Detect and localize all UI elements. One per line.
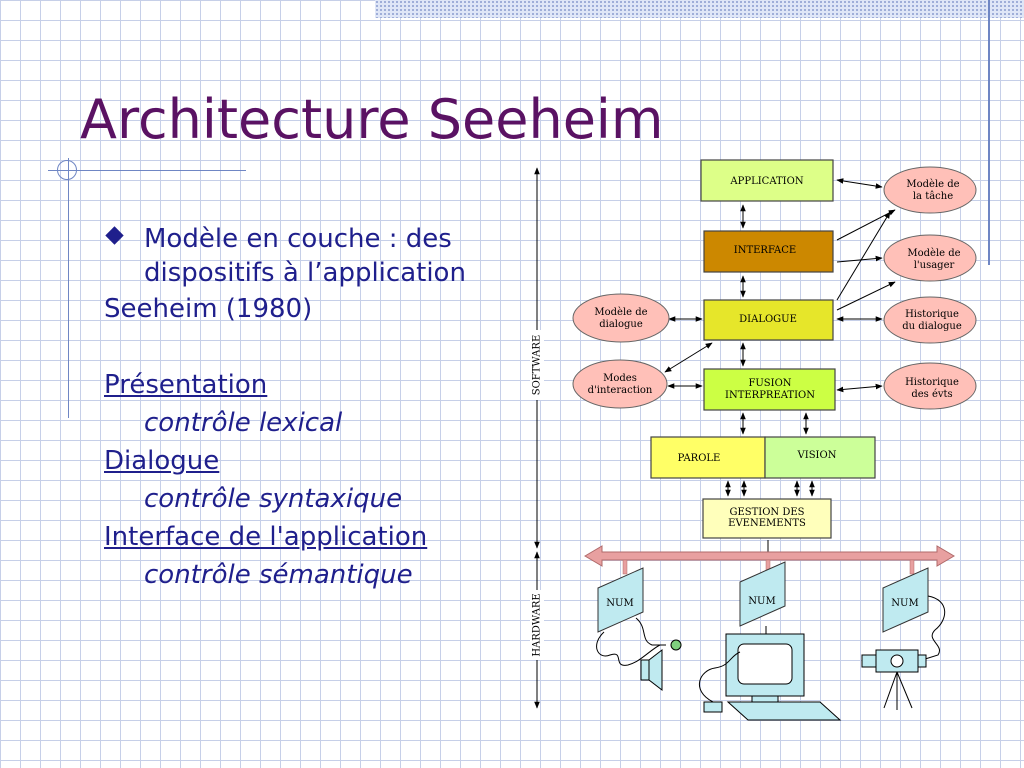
bullet-line-2: dispositifs à l’application [144, 258, 466, 288]
bullet-line-1: Modèle en couche : des [144, 224, 452, 254]
seeheim-diagram: SOFTWARE HARDWARE APPLICATION INTERFACE [530, 159, 977, 721]
modele-dialogue-ellipse [572, 293, 670, 343]
gestion-label-2: EVENEMENTS [728, 518, 806, 529]
fusion-label-2: INTERPREATION [725, 390, 815, 401]
modele-usager-label-2: l'usager [914, 260, 955, 271]
left-decorative-rule [68, 158, 69, 418]
software-axis-label: SOFTWARE [532, 335, 543, 396]
arrow-dialogue-usager [836, 281, 896, 311]
title-underline-rule [48, 170, 246, 171]
tripod-leg-right [896, 671, 913, 709]
historique-dialogue-label-1: Historique [905, 309, 959, 320]
layer-dialogue-control: contrôle syntaxique [144, 484, 403, 514]
historique-dialogue-label-2: du dialogue [902, 321, 962, 332]
vision-label: VISION [797, 450, 837, 461]
keyboard-icon [726, 701, 842, 721]
ellipses: Modèle de la tâche Modèle de l'usager Hi… [572, 166, 977, 410]
right-decorative-rule [988, 0, 990, 265]
mouse-cable [699, 651, 741, 703]
num-label-right: NUM [891, 598, 918, 609]
num-converter-right [882, 567, 929, 633]
slide-title: Architecture Seeheim [80, 88, 664, 151]
speaker-body [640, 659, 650, 681]
layer-list: Présentation contrôle lexical Dialogue c… [104, 366, 524, 594]
left-cable [596, 631, 661, 666]
vision-box [764, 436, 876, 479]
camera-back [917, 654, 927, 668]
slide-content: Modèle en couche : des dispositifs à l’a… [104, 222, 524, 594]
modes-interaction-label-1: Modes [603, 373, 637, 384]
arrow-interface-usager [836, 255, 883, 263]
devices [596, 595, 946, 721]
gestion-label-1: GESTION DES [729, 507, 804, 518]
modes-interaction-ellipse [572, 359, 668, 409]
bullet-item: Modèle en couche : des dispositifs à l’a… [104, 222, 524, 290]
num-converter-left [597, 567, 644, 633]
fusion-label-1: FUSION [748, 378, 791, 389]
interface-box [703, 230, 834, 273]
microphone-icon [670, 639, 682, 651]
arrow-interface-tache [836, 209, 896, 241]
hardware-label-bg [530, 590, 544, 660]
camera-front [861, 654, 877, 668]
modele-usager-label-1: Modèle de [907, 248, 960, 259]
gestion-box [702, 498, 832, 539]
modele-tache-ellipse [883, 166, 977, 214]
modele-usager-ellipse [883, 234, 977, 282]
bus-arrow [584, 545, 955, 567]
num-converter-center [739, 561, 786, 627]
camera-cable [921, 595, 946, 661]
modele-dialogue-label-1: Modèle de [594, 307, 647, 318]
top-decorative-band [375, 0, 1024, 18]
layer-interface-control: contrôle sémantique [144, 560, 413, 590]
num-label-left: NUM [606, 598, 633, 609]
dialogue-box [703, 299, 834, 341]
bus-drop-right [909, 559, 915, 575]
layer-presentation-link[interactable]: Présentation [104, 370, 268, 400]
layer-interface-link[interactable]: Interface de l'application [104, 522, 428, 552]
software-label-bg [530, 330, 544, 400]
num-converters: NUM NUM NUM [597, 561, 929, 633]
historique-evts-ellipse [883, 362, 977, 410]
hardware-axis-label: HARDWARE [532, 593, 543, 656]
parole-label: PAROLE [678, 453, 721, 464]
seeheim-date: Seeheim (1980) [104, 294, 313, 324]
application-label: APPLICATION [729, 176, 803, 187]
arrow-fusion-historique [836, 383, 883, 393]
diamond-bullet-icon [105, 226, 124, 245]
arrow-app-tache [836, 178, 883, 189]
historique-evts-label-2: des évts [911, 389, 952, 400]
modele-tache-label-1: Modèle de [906, 179, 959, 190]
arrow-modes-dialogue [664, 342, 713, 373]
decorative-ring [57, 160, 77, 180]
mouse-icon [703, 701, 723, 713]
monitor-stand [751, 695, 779, 703]
modes-interaction-label-2: d'interaction [588, 385, 653, 396]
bus-drop-left [622, 559, 628, 575]
historique-dialogue-ellipse [883, 296, 977, 344]
dialogue-label: DIALOGUE [739, 314, 797, 325]
historique-evts-label-1: Historique [905, 377, 959, 388]
microphone-cable [635, 617, 666, 646]
fusion-box [703, 368, 836, 411]
camera-lens [890, 654, 904, 668]
boxes: APPLICATION INTERFACE DIALOGUE FUSION IN… [650, 159, 876, 539]
layer-presentation-control: contrôle lexical [144, 408, 343, 438]
arrow-dialogue-tache [836, 211, 891, 301]
application-box [700, 159, 834, 202]
interface-label: INTERFACE [734, 245, 796, 256]
axis: SOFTWARE HARDWARE [530, 167, 544, 709]
tripod-leg-left [883, 671, 898, 709]
num-label-center: NUM [748, 596, 775, 607]
layer-dialogue-link[interactable]: Dialogue [104, 446, 220, 476]
monitor-screen [737, 643, 793, 685]
speaker-icon [648, 648, 663, 692]
modele-tache-label-2: la tâche [913, 191, 953, 202]
modele-dialogue-label-2: dialogue [599, 319, 643, 330]
